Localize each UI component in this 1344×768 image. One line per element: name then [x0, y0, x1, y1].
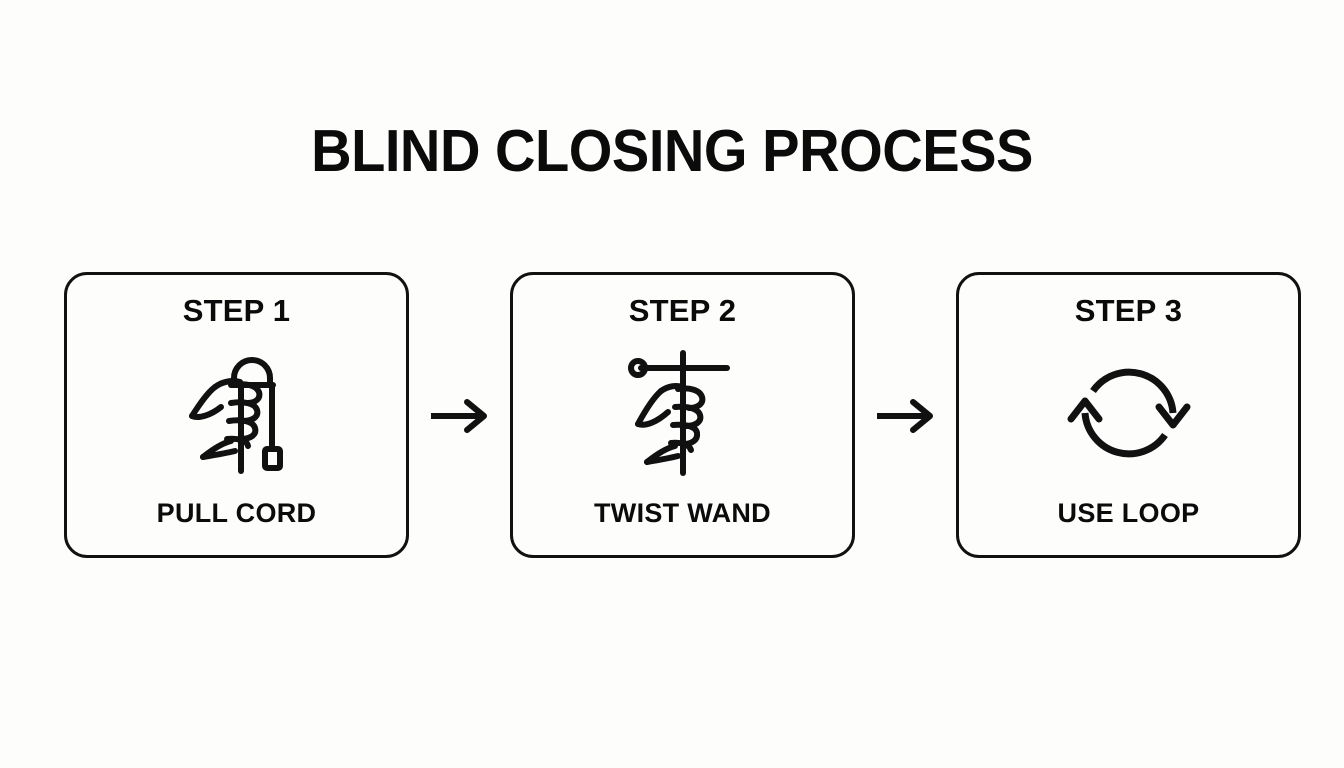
page-title: BLIND CLOSING PROCESS — [311, 117, 1033, 184]
process-steps-row: STEP 1 — [64, 272, 1301, 560]
step-card-1[interactable]: STEP 1 — [64, 272, 409, 558]
step-card-3[interactable]: STEP 3 USE LOOP — [956, 272, 1301, 558]
step-heading-3: STEP 3 — [1074, 293, 1183, 328]
connector-1 — [409, 272, 510, 560]
step-icon-container-3 — [959, 326, 1298, 500]
step-heading-1: STEP 1 — [182, 293, 291, 328]
step-icon-container-2 — [513, 326, 852, 500]
step-icon-container-1 — [67, 326, 406, 500]
step-label-1: PULL CORD — [156, 498, 317, 528]
arrow-right-icon — [430, 399, 487, 433]
step-label-3: USE LOOP — [1057, 498, 1200, 528]
step-card-2[interactable]: STEP 2 — [510, 272, 855, 558]
step-heading-2: STEP 2 — [628, 293, 737, 328]
step-label-2: TWIST WAND — [594, 498, 771, 528]
hand-pull-cord-icon — [188, 357, 283, 474]
connector-2 — [855, 272, 956, 560]
hand-twist-wand-icon — [627, 350, 730, 476]
arrow-right-icon — [876, 399, 933, 433]
loop-cycle-arrows-icon — [1067, 368, 1190, 458]
